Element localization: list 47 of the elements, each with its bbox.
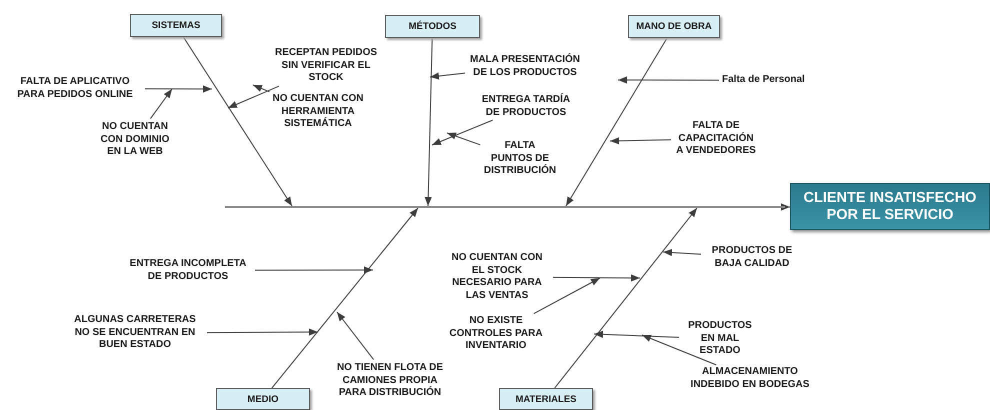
cause-text: MALA PRESENTACIÓN DE LOS PRODUCTOS xyxy=(468,54,582,79)
arrow xyxy=(252,84,270,92)
arrow xyxy=(446,132,481,146)
arrow xyxy=(336,312,374,360)
arrow xyxy=(781,203,790,211)
arrow xyxy=(271,208,418,388)
cause-text: NO CUENTAN CON DOMINIO EN LA WEB xyxy=(97,121,173,158)
cause-text: FALTA PUNTOS DE DISTRIBUCIÓN xyxy=(483,140,557,178)
arrow xyxy=(594,330,680,338)
category-box: SISTEMAS xyxy=(130,14,222,37)
arrow xyxy=(554,208,698,388)
category-box: MEDIO xyxy=(216,388,310,410)
arrow xyxy=(206,328,318,336)
cause-text: FALTA DE APLICATIVO PARA PEDIDOS ONLINE xyxy=(8,76,142,101)
arrow xyxy=(566,38,668,206)
cause-text: ALGUNAS CARRETERAS NO SE ENCUENTRAN EN BUEN ESTADO xyxy=(66,314,204,352)
cause-text: ENTREGA INCOMPLETA DE PRODUCTOS xyxy=(124,258,252,283)
arrow xyxy=(424,38,433,206)
cause-text: NO TIENEN FLOTA DE CAMIONES PROPIA PARA DISTRIBUCIÓN xyxy=(330,362,450,400)
effect-box: CLIENTE INSATISFECHO POR EL SERVICIO xyxy=(790,183,990,230)
cause-text: FALTA DE CAPACITACIÓN A VENDEDORES xyxy=(674,120,758,158)
arrow xyxy=(552,274,640,282)
arrow xyxy=(430,72,466,80)
cause-text: NO CUENTAN CON HERRAMIENTA SISTEMÁTICA xyxy=(262,93,374,130)
category-box: MATERIALES xyxy=(499,388,593,410)
arrow xyxy=(150,88,172,120)
arrow xyxy=(642,334,717,366)
cause-text: NO CUENTAN CON EL STOCK NECESARIO PARA LAS VENTAS xyxy=(444,252,550,302)
arrow xyxy=(662,248,702,256)
cause-text: NO EXISTE CONTROLES PARA INVENTARIO xyxy=(446,315,546,352)
arrow xyxy=(228,86,280,108)
spine-line xyxy=(225,206,785,208)
cause-text: RECEPTAN PEDIDOS SIN VERIFICAR EL STOCK xyxy=(272,47,380,84)
arrow xyxy=(182,36,292,206)
cause-text: PRODUCTOS EN MAL ESTADO xyxy=(682,320,758,358)
arrow xyxy=(144,85,212,93)
arrow xyxy=(618,76,720,84)
arrow xyxy=(432,120,494,146)
cause-text: ALMACENAMIENTO INDEBIDO EN BODEGAS xyxy=(682,366,818,391)
arrow xyxy=(610,137,672,144)
cause-text: PRODUCTOS DE BAJA CALIDAD xyxy=(704,245,800,270)
category-box: MANO DE OBRA xyxy=(628,15,720,38)
arrow xyxy=(254,266,374,274)
category-box: MÉTODOS xyxy=(385,15,480,38)
cause-text: Falta de Personal xyxy=(722,74,814,86)
cause-text: ENTREGA TARDÍA DE PRODUCTOS xyxy=(476,94,576,119)
arrow xyxy=(533,278,600,314)
